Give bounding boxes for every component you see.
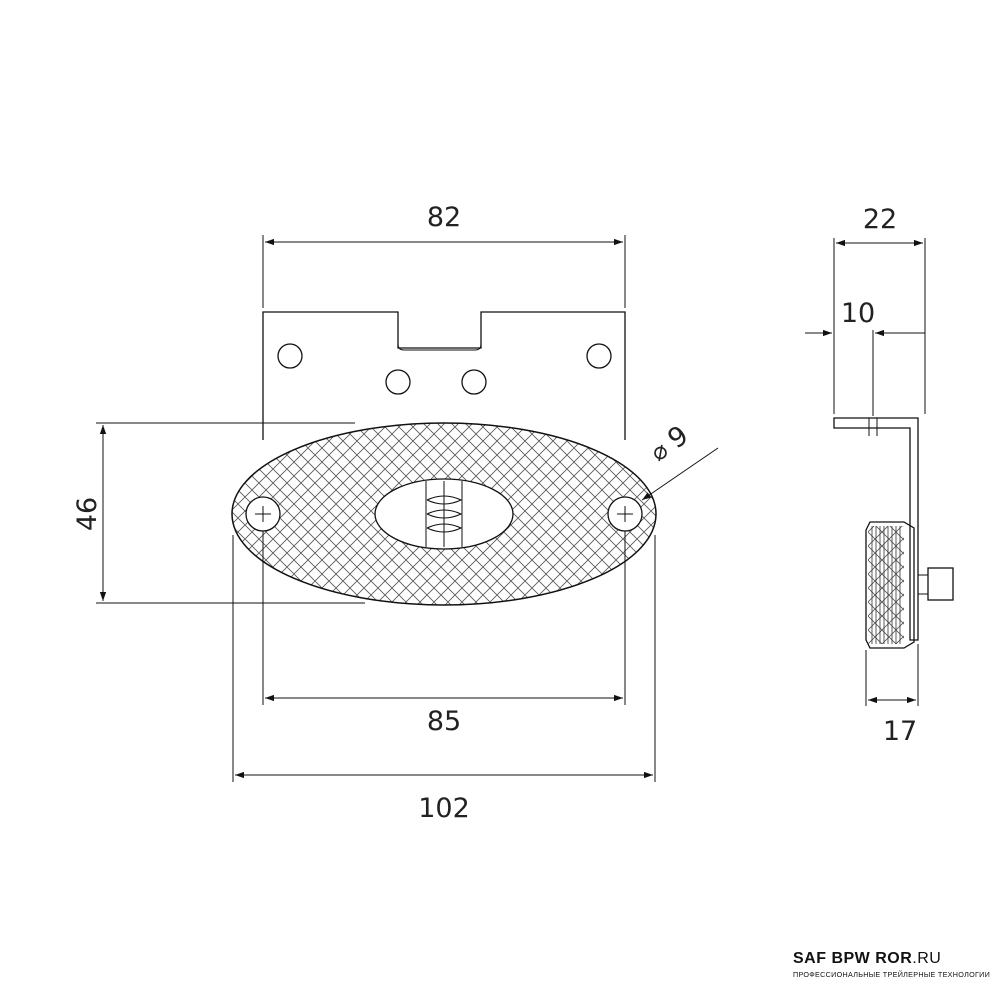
bracket-hole-left-mid: [385, 369, 411, 395]
dimension-46: 46: [72, 422, 365, 604]
brand-tagline: ПРОФЕССИОНАЛЬНЫЕ ТРЕЙЛЕРНЫЕ ТЕХНОЛОГИИ: [793, 970, 991, 979]
side-view: 22 10 17: [805, 204, 954, 747]
dimension-102: 102: [232, 535, 656, 824]
dimension-label-102: 102: [418, 793, 470, 824]
brand-watermark: SAF BPW ROR.RU ПРОФЕССИОНАЛЬНЫЕ ТРЕЙЛЕРН…: [793, 950, 990, 979]
side-lens: [865, 521, 915, 649]
bracket-hole-left-top: [277, 343, 303, 369]
dimension-10: 10: [805, 298, 925, 416]
dimension-label-10: 10: [841, 298, 875, 329]
dimension-label-diameter: ⌀ 9: [644, 420, 694, 468]
dimension-label-22: 22: [863, 204, 897, 235]
bracket-hole-right-top: [586, 343, 612, 369]
bracket-hole-right-mid: [461, 369, 487, 395]
mount-hole-left: [245, 496, 281, 532]
dimension-label-17: 17: [883, 716, 917, 747]
dimension-label-82: 82: [427, 202, 461, 233]
dimension-label-46: 46: [72, 497, 103, 531]
mounting-bracket: [262, 311, 626, 440]
side-stud: [927, 567, 954, 601]
side-bracket: [833, 417, 919, 641]
dimension-diameter-9: ⌀ 9: [641, 420, 719, 501]
dimension-22: 22: [833, 204, 926, 414]
front-view: 82 46 85 102 ⌀ 9: [72, 202, 719, 824]
brand-title: SAF BPW ROR.RU: [793, 950, 942, 967]
dimension-17: 17: [865, 644, 919, 747]
dimension-label-85: 85: [427, 706, 461, 737]
dimension-82: 82: [262, 202, 626, 308]
dimension-85: 85: [262, 531, 626, 737]
mount-hole-right: [607, 496, 643, 532]
lamp-bulb: [425, 481, 463, 547]
